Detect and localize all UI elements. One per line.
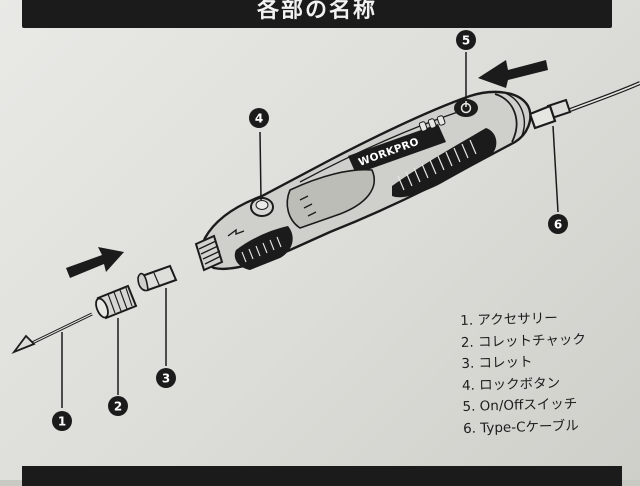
leader-lines: [61, 52, 559, 408]
callout-number: 6: [554, 218, 562, 232]
callout-number: 2: [114, 400, 122, 414]
callout-badge-1: 1: [52, 411, 72, 431]
lock-button: [250, 197, 274, 217]
callout-badge-6: 6: [548, 214, 568, 234]
power-switch: [454, 99, 478, 117]
legend-item: 5. On/Offスイッチ: [462, 395, 578, 415]
legend-item: 2. コレットチャック: [460, 331, 587, 351]
accessory-bit: [11, 312, 93, 355]
type-c-cable: [528, 81, 640, 130]
header-bar: 各部の名称: [22, 0, 612, 28]
legend-item: 6. Type-Cケーブル: [462, 417, 579, 437]
callout-number: 4: [255, 112, 263, 126]
press-arrow: [478, 60, 548, 88]
insert-arrow: [66, 247, 124, 278]
callout-badge-3: 3: [156, 368, 176, 388]
collet-nut: [95, 284, 138, 320]
callout-badge-2: 2: [108, 396, 128, 416]
footer-bar: [22, 466, 622, 486]
callout-badge-5: 5: [456, 30, 476, 50]
callout-number: 1: [58, 415, 66, 429]
rotary-tool-body: WORKPRO: [194, 90, 532, 272]
page-title: 各部の名称: [256, 0, 377, 23]
callout-number: 5: [462, 34, 470, 48]
callout-badge-4: 4: [249, 108, 269, 128]
parts-legend: 1. アクセサリー 2. コレットチャック 3. コレット 4. ロックボタン …: [460, 308, 588, 440]
collet: [137, 264, 178, 292]
callout-number: 3: [162, 372, 170, 386]
